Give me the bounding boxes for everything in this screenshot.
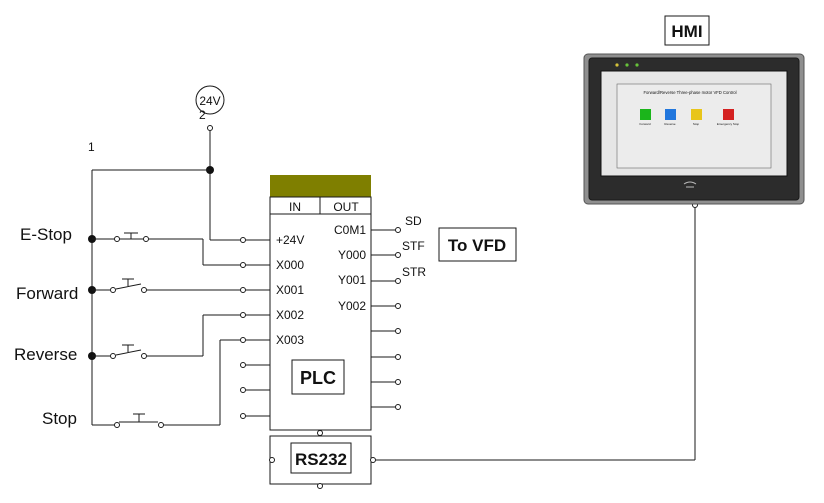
estop-contact-right — [143, 236, 149, 242]
plc-output-terminals: SD STF STR — [371, 214, 426, 410]
plc-in-pin-24v: +24V — [276, 233, 304, 247]
plc-in-terminal-1 — [240, 237, 246, 243]
supply-24v: 24V 2 — [195, 85, 243, 241]
plc-in-terminal-7 — [240, 387, 246, 393]
signal-sd: SD — [405, 214, 422, 228]
hmi-emergency-stop-button[interactable] — [723, 109, 734, 120]
hmi-led-1 — [615, 63, 619, 67]
plc-in-terminal-8 — [240, 413, 246, 419]
hmi-led-2 — [625, 63, 629, 67]
reverse-contact-right — [141, 353, 147, 359]
plc-out-pin-y000: Y000 — [338, 248, 366, 262]
rs232-bottom-terminal — [317, 483, 323, 489]
plc-out-terminal-2 — [395, 252, 401, 258]
plc-out-terminal-1 — [395, 227, 401, 233]
stop-contact-left — [114, 422, 120, 428]
plc-out-terminal-6 — [395, 354, 401, 360]
hmi-reverse-caption: Reverse — [664, 122, 676, 126]
hmi-reverse-button[interactable] — [665, 109, 676, 120]
supply-symbol — [195, 85, 225, 115]
plc-out-terminal-4 — [395, 303, 401, 309]
plc-in-pin-x000: X000 — [276, 258, 304, 272]
plc-in-terminal-5 — [240, 337, 246, 343]
plc-out-header: OUT — [333, 200, 359, 214]
reverse-contact-bar — [115, 349, 142, 356]
estop-label: E-Stop — [20, 225, 72, 244]
rs232-block: RS232 — [269, 202, 698, 489]
to-vfd-frame — [438, 227, 517, 262]
plc-in-pin-x002: X002 — [276, 308, 304, 322]
plc-out-pin-com1: C0M1 — [334, 223, 366, 237]
plc-in-pin-x001: X001 — [276, 283, 304, 297]
hmi-screen-panel — [616, 83, 772, 169]
plc-header — [270, 175, 371, 197]
forward-contact-bar — [115, 283, 142, 290]
hmi-emergency-stop-caption: Emergency Stop — [717, 122, 740, 126]
plc-out-terminal-8 — [395, 404, 401, 410]
reverse-circuit: Reverse — [14, 314, 243, 364]
to-vfd-label: To VFD — [448, 236, 506, 255]
plc-block: IN OUT +24V X000 X001 X002 X003 C0M1 Y00… — [269, 175, 372, 431]
hmi-stop-caption: Stop — [693, 122, 700, 126]
forward-contact-left — [110, 287, 116, 293]
stop-label: Stop — [42, 409, 77, 428]
plc-out-terminal-7 — [395, 379, 401, 385]
reverse-label: Reverse — [14, 345, 77, 364]
forward-circuit: Forward — [16, 278, 243, 303]
plc-in-terminal-4 — [240, 312, 246, 318]
rs232-label-box — [290, 442, 352, 474]
plc-in-terminal-3 — [240, 287, 246, 293]
hmi-forward-button[interactable] — [640, 109, 651, 120]
input-rail — [88, 169, 210, 425]
plc-out-pin-y001: Y001 — [338, 273, 366, 287]
plc-in-terminal-6 — [240, 362, 246, 368]
hmi-screen-title: Forward/Reverse Three-phase motor VFD Co… — [643, 90, 736, 95]
hmi-label-box — [664, 15, 710, 46]
plc-in-pin-x003: X003 — [276, 333, 304, 347]
supply-terminal — [207, 125, 213, 131]
estop-circuit: E-Stop — [20, 225, 243, 266]
plc-out-terminal-5 — [395, 328, 401, 334]
plc-label-box — [291, 359, 345, 395]
signal-stf: STF — [402, 239, 425, 253]
estop-contact-left — [114, 236, 120, 242]
to-vfd-box: To VFD — [438, 227, 517, 262]
rs232-top-terminal — [317, 430, 323, 436]
rail-number: 1 — [88, 140, 95, 154]
reverse-contact-left — [110, 353, 116, 359]
plc-out-terminal-3 — [395, 278, 401, 284]
plc-input-terminals — [240, 237, 270, 419]
hmi-brand-logo-icon — [683, 181, 697, 188]
hmi-panel: HMI Forward/Reverse Three-phase motor VF… — [583, 15, 805, 205]
hmi-led-3 — [635, 63, 639, 67]
plc-in-header: IN — [289, 200, 301, 214]
rs232-label: RS232 — [295, 450, 347, 469]
forward-contact-right — [141, 287, 147, 293]
rs232-right-terminal — [370, 457, 376, 463]
plc-label: PLC — [300, 368, 336, 388]
plc-in-terminal-2 — [240, 262, 246, 268]
hmi-forward-caption: Forward — [639, 122, 650, 126]
supply-pin-label: 2 — [199, 108, 206, 122]
hmi-stop-button[interactable] — [691, 109, 702, 120]
hmi-label: HMI — [671, 22, 702, 41]
forward-label: Forward — [16, 284, 78, 303]
supply-label: 24V — [199, 94, 220, 108]
plc-out-pin-y002: Y002 — [338, 299, 366, 313]
signal-str: STR — [402, 265, 426, 279]
stop-contact-right — [158, 422, 164, 428]
rs232-left-terminal — [269, 457, 275, 463]
stop-circuit: Stop — [42, 339, 243, 428]
